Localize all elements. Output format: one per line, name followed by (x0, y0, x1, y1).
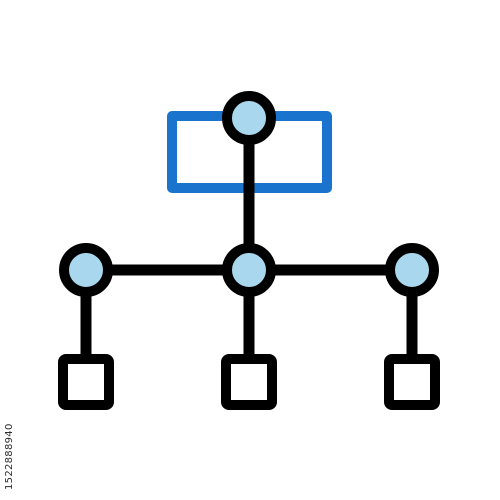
center-leaf-box (221, 354, 277, 410)
left-leaf-box (58, 354, 114, 410)
leaf-boxes (58, 354, 440, 410)
left-node (59, 243, 113, 297)
right-node (385, 243, 439, 297)
stock-id-text: 1522888940 (4, 423, 15, 490)
connector-lines (80, 112, 418, 364)
nodes (59, 91, 439, 297)
top-node (222, 91, 276, 145)
right-leaf-box (384, 354, 440, 410)
center-node (222, 243, 276, 297)
